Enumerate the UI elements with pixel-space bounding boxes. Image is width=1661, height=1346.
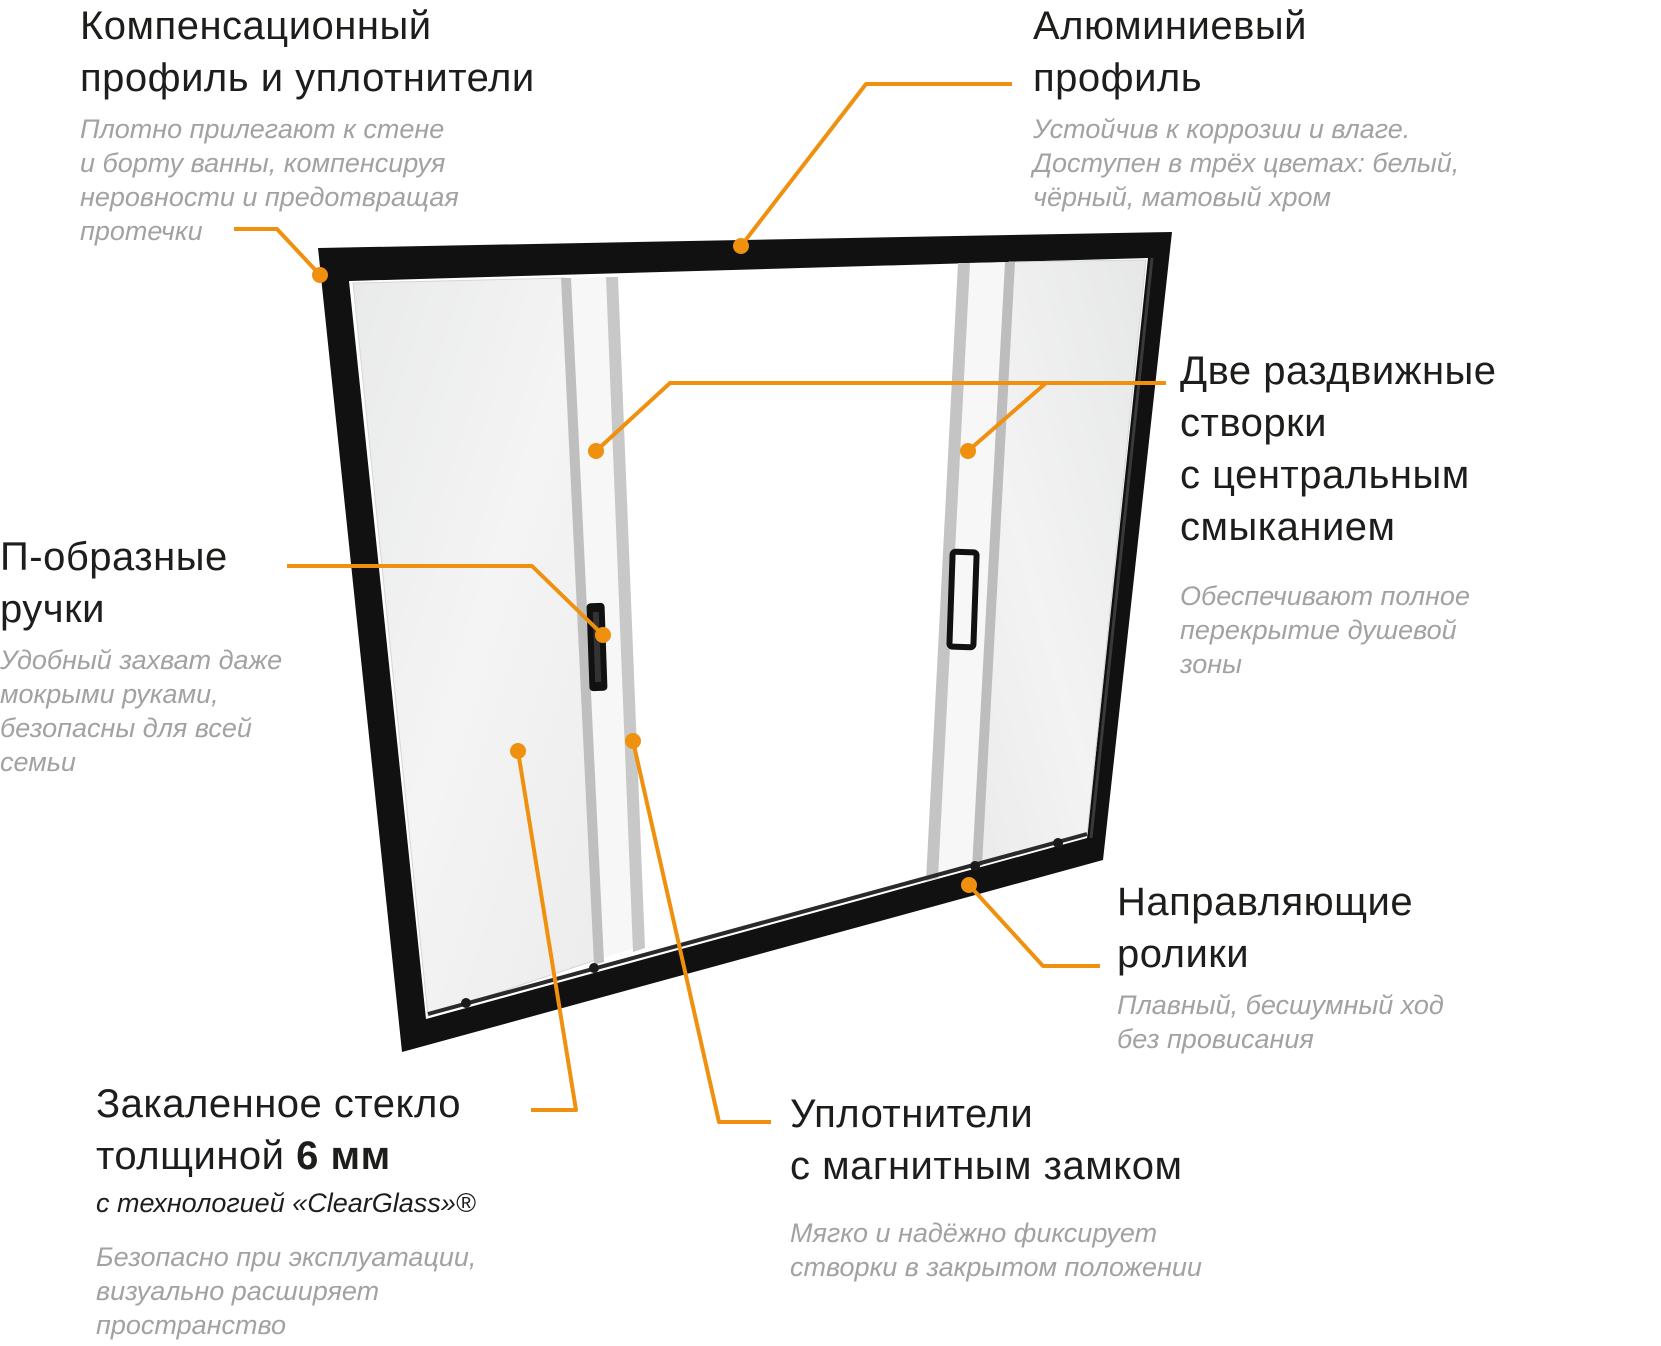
callout-compensation: Компенсационный профиль и уплотнители Пл… xyxy=(80,0,535,248)
glass-thickness: 6 мм xyxy=(296,1134,391,1178)
callout-handles-desc: Удобный захват даже мокрыми руками, безо… xyxy=(0,645,283,777)
callout-sliding-title: Две раздвижные створки с центральным смы… xyxy=(1180,349,1497,549)
right-door-edge-profile xyxy=(926,263,970,881)
dot-sliding-right xyxy=(960,443,976,459)
callout-sliding: Две раздвижные створки с центральным смы… xyxy=(1180,345,1497,681)
callout-aluminium-title: Алюминиевый профиль xyxy=(1033,4,1307,100)
frame-inner-edge xyxy=(1089,257,1154,839)
callout-sliding-desc: Обеспечивают полное перекрытие душевой з… xyxy=(1180,581,1470,679)
right-panel-strip xyxy=(932,262,1009,878)
callout-rollers-title: Направляющие ролики xyxy=(1117,880,1414,976)
right-door-profile xyxy=(972,262,1015,868)
outer-frame xyxy=(318,232,1172,1052)
callout-rollers: Направляющие ролики Плавный, бесшумный х… xyxy=(1117,876,1444,1056)
callout-glass: Закаленное стекло толщиной 6 мм с технол… xyxy=(96,1078,476,1342)
left-handle-icon xyxy=(586,602,608,692)
callout-glass-desc: Безопасно при эксплуатации, визуально ра… xyxy=(96,1242,477,1340)
dot-handle xyxy=(595,627,611,643)
right-handle-icon xyxy=(946,548,980,651)
callout-aluminium: Алюминиевый профиль Устойчив к коррозии … xyxy=(1033,0,1459,214)
callout-seals-title: Уплотнители с магнитным замком xyxy=(790,1092,1183,1188)
callout-compensation-desc: Плотно прилегают к стене и борту ванны, … xyxy=(80,114,459,246)
callout-seals-desc: Мягко и надёжно фиксирует створки в закр… xyxy=(790,1218,1202,1282)
leader-lines xyxy=(234,82,1166,1124)
dot-seals xyxy=(625,733,641,749)
callout-seals: Уплотнители с магнитным замком Мягко и н… xyxy=(790,1088,1202,1284)
callout-glass-tech: с технологией «ClearGlass»® xyxy=(96,1188,476,1218)
left-door-profile xyxy=(561,278,604,965)
callout-compensation-title: Компенсационный профиль и уплотнители xyxy=(80,4,535,100)
callout-aluminium-desc: Устойчив к коррозии и влаге. Доступен в … xyxy=(1033,114,1460,212)
dot-sliding-left xyxy=(588,443,604,459)
dot-glass xyxy=(510,743,526,759)
callout-rollers-desc: Плавный, бесшумный ход без провисания xyxy=(1117,990,1444,1054)
callout-dots xyxy=(312,238,977,893)
left-door-edge-profile xyxy=(606,277,645,952)
callout-glass-title: Закаленное стекло толщиной 6 мм xyxy=(96,1082,462,1178)
callout-handles-title: П-образные ручки xyxy=(0,535,228,631)
dot-compensation xyxy=(312,267,328,283)
dot-aluminium xyxy=(733,238,749,254)
callout-handles: П-образные ручки Удобный захват даже мок… xyxy=(0,531,282,779)
bottom-rollers xyxy=(461,838,1063,1008)
dot-rollers xyxy=(961,877,977,893)
